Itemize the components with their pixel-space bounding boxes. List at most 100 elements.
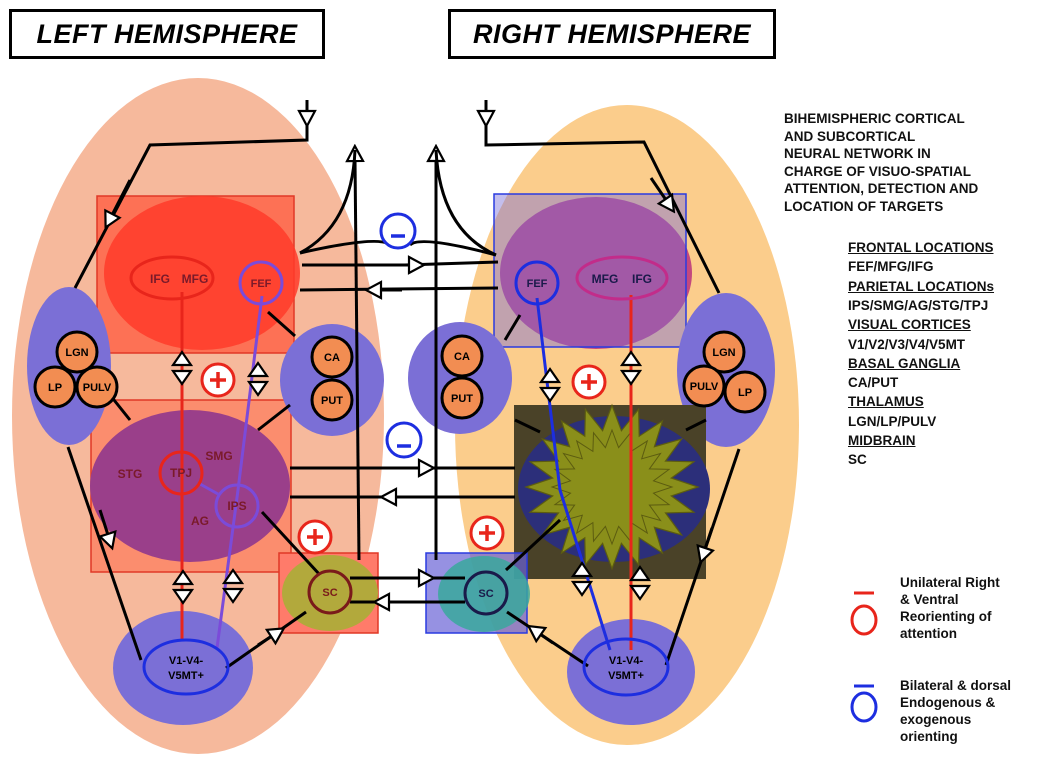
right-sc-label: SC (478, 588, 493, 600)
left-sc-label: SC (322, 587, 337, 599)
right-v1-label-1: V1-V4- (609, 655, 644, 667)
bidirectional-arrow-up (570, 561, 594, 578)
plus-sign-left-frontal (200, 362, 236, 398)
right-frontal-region (500, 197, 692, 349)
right-blue-pathway (535, 297, 612, 651)
bidirectional-arrow-up (246, 361, 270, 378)
left-ifg-mfg-node (129, 255, 215, 301)
right-ca-node (440, 334, 484, 378)
left-put-label: PUT (321, 395, 343, 407)
left-smg-label: SMG (205, 449, 232, 463)
legend-heading: THALAMUS (848, 394, 924, 410)
right-hemisphere-header: RIGHT HEMISPHERE (448, 9, 776, 59)
left-v1-label-1: V1-V4- (169, 655, 204, 667)
left-ips-tpj-link (199, 482, 219, 496)
bidirectional-arrow-down (171, 588, 195, 605)
right-ifg-label: IFG (632, 272, 652, 286)
left-stg-label: STG (118, 467, 143, 481)
right-v1-to-sc-arrow (540, 634, 554, 645)
bidirectional-arrow-down (619, 369, 643, 386)
legend-title: BIHEMISPHERIC CORTICAL AND SUBCORTICAL N… (784, 111, 979, 214)
left-long-vertical (355, 160, 359, 561)
bidirectional-arrow-up (170, 350, 194, 367)
right-put-label: PUT (451, 393, 473, 405)
legend-entry: V1/V2/V3/V4/V5MT (848, 336, 966, 352)
left-v1-label-2: V5MT+ (168, 670, 204, 682)
key-red-label: Unilateral Right & Ventral Reorienting o… (900, 575, 1000, 641)
plus-sign-right-frontal (571, 364, 607, 400)
bidirectional-arrow-down (170, 369, 194, 386)
left-fef-node (238, 260, 284, 306)
left-ca-node (310, 335, 354, 379)
bidirectional-arrow-up (171, 569, 195, 586)
left-sc-to-ips (260, 510, 322, 577)
right-thal-link (685, 418, 707, 432)
bidirectional-arrow-down (538, 386, 562, 403)
left-blue-pathway (215, 295, 264, 649)
legend-heading: VISUAL CORTICES (848, 317, 971, 333)
right-sc-to-ips (504, 518, 562, 572)
left-v1-to-sc-arrow (257, 636, 272, 647)
right-lgn-node (702, 330, 746, 374)
left-thalamus-to-visual (66, 446, 143, 661)
right-mfg-ifg-node (575, 255, 669, 301)
left-put-link (257, 403, 291, 432)
right-outer-loop (484, 111, 721, 294)
left-hemisphere-header: LEFT HEMISPHERE (9, 9, 325, 59)
right-fef-label: FEF (527, 278, 548, 290)
lesion-starburst (524, 403, 700, 571)
legend-entry: CA/PUT (848, 375, 899, 391)
left-ifg-label: IFG (150, 272, 170, 286)
lesion-starburst-core (550, 428, 674, 546)
bidirectional-arrow-down (246, 380, 270, 397)
right-pulv-node (682, 364, 726, 408)
bidirectional-arrow-down (628, 584, 652, 601)
bidirectional-arrow-down (570, 580, 594, 597)
left-put-node (310, 378, 354, 422)
bidirectional-arrow-up (619, 350, 643, 367)
right-fef-node (514, 260, 560, 306)
minus-sign-parietal (385, 421, 423, 459)
right-outer-arrow (649, 177, 666, 200)
left-curve (299, 149, 357, 255)
right-pulv-label: PULV (690, 381, 719, 393)
minus-sign-frontal (379, 212, 417, 250)
left-v1-node (142, 638, 230, 696)
right-frontal-box (493, 193, 687, 348)
bidirectional-arrow-up (538, 367, 562, 384)
left-lp-node (33, 365, 77, 409)
left-frontal-region (104, 196, 300, 350)
legend-heading: MIDBRAIN (848, 433, 916, 448)
left-ca-link (267, 310, 296, 338)
left-sc-node (307, 569, 353, 615)
key-red-symbol (850, 591, 878, 636)
legend-heading: FRONTAL LOCATIONS (848, 240, 994, 255)
left-ips-label: IPS (227, 499, 246, 513)
right-put-link (514, 418, 541, 434)
left-lp-label: LP (48, 382, 62, 394)
left-mfg-label: MFG (182, 272, 209, 286)
left-ips-node (214, 483, 260, 529)
bidirectional-arrow-up (628, 565, 652, 582)
right-lp-label: LP (738, 387, 752, 399)
legend-entry: FEF/MFG/IFG (848, 259, 934, 275)
plus-sign-left-sc (297, 519, 333, 555)
plus-sign-right-sc (469, 515, 505, 551)
legend-entry: LGN/LP/PULV (848, 413, 937, 429)
key-blue-label: Bilateral & dorsal Endogenous & exogenou… (900, 678, 1012, 744)
right-lgn-label: LGN (712, 347, 735, 359)
right-ca-label: CA (454, 351, 470, 363)
legend-entry: SC (848, 452, 867, 468)
right-ca-link (503, 314, 522, 341)
legend-heading: PARIETAL LOCATIONs (848, 278, 995, 294)
right-lp-node (723, 370, 767, 414)
left-tpj-label: TPJ (170, 466, 192, 480)
left-lgn-node (55, 330, 99, 374)
right-lower-arrow (705, 527, 712, 549)
right-curve (434, 149, 497, 257)
left-lgn-label: LGN (65, 347, 88, 359)
right-v1-node (582, 637, 670, 697)
right-v1-label-2: V5MT+ (608, 670, 644, 682)
left-parietal-region (90, 410, 290, 562)
